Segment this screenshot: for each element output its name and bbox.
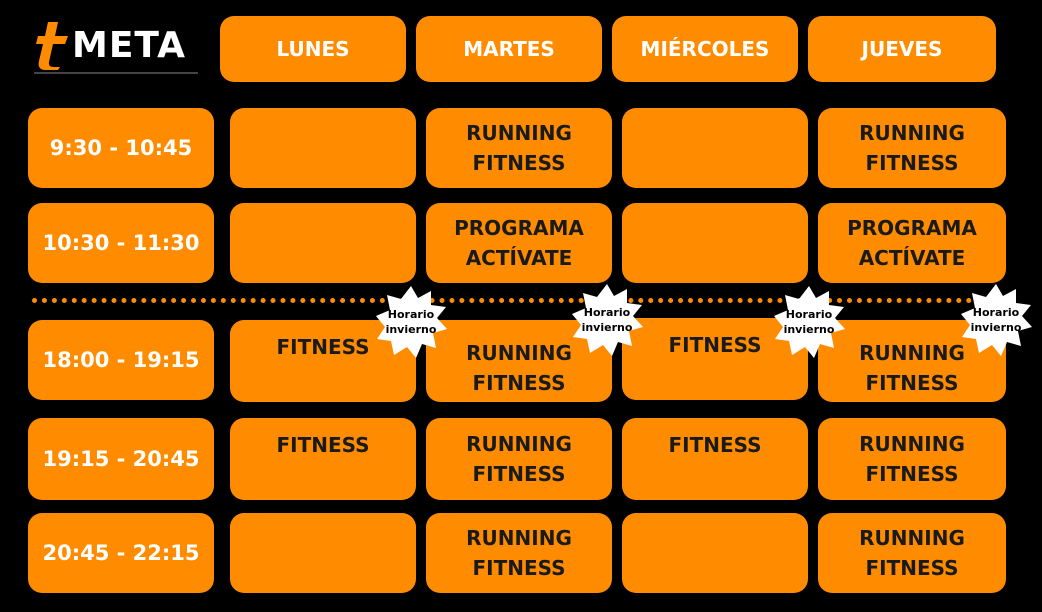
winter-schedule-badge: Horario invierno <box>373 284 449 360</box>
logo-text: META <box>72 24 187 66</box>
winter-schedule-divider <box>32 298 1012 303</box>
starburst-icon <box>376 286 447 358</box>
schedule-cell: RUNNING FITNESS <box>426 108 612 188</box>
schedule-cell: FITNESS <box>230 418 416 500</box>
time-slot: 18:00 - 19:15 <box>28 320 214 400</box>
schedule-cell <box>230 108 416 188</box>
schedule-cell: FITNESS <box>622 318 808 400</box>
time-slot: 9:30 - 10:45 <box>28 108 214 188</box>
schedule-cell <box>230 203 416 283</box>
schedule-cell: RUNNING FITNESS <box>818 513 1006 593</box>
schedule-cell <box>622 108 808 188</box>
schedule-cell: PROGRAMA ACTÍVATE <box>818 203 1006 283</box>
schedule-cell: RUNNING FITNESS <box>818 418 1006 500</box>
schedule-cell <box>622 513 808 593</box>
starburst-icon <box>572 284 643 356</box>
day-header-jueves: JUEVES <box>808 16 996 82</box>
starburst-icon <box>961 284 1032 356</box>
starburst-icon <box>774 286 845 358</box>
schedule-cell: RUNNING FITNESS <box>818 108 1006 188</box>
day-header-lunes: LUNES <box>220 16 406 82</box>
day-header-miercoles: MIÉRCOLES <box>612 16 798 82</box>
winter-schedule-badge: Horario invierno <box>569 282 645 358</box>
schedule-cell <box>230 513 416 593</box>
schedule-cell: RUNNING FITNESS <box>426 513 612 593</box>
meta-logo: META <box>34 16 198 74</box>
time-slot: 19:15 - 20:45 <box>28 418 214 500</box>
schedule-cell: RUNNING FITNESS <box>426 320 612 402</box>
badge-label: Horario invierno <box>385 308 437 336</box>
schedule-cell: PROGRAMA ACTÍVATE <box>426 203 612 283</box>
schedule-cell: RUNNING FITNESS <box>426 418 612 500</box>
badge-label: Horario invierno <box>970 306 1022 334</box>
badge-label: Horario invierno <box>783 308 835 336</box>
time-slot: 10:30 - 11:30 <box>28 203 214 283</box>
schedule-cell <box>622 203 808 283</box>
winter-schedule-badge: Horario invierno <box>958 282 1034 358</box>
badge-label: Horario invierno <box>581 306 633 334</box>
runner-t-icon <box>36 22 68 70</box>
day-header-martes: MARTES <box>416 16 602 82</box>
schedule-cell: FITNESS <box>622 418 808 500</box>
logo-underline <box>34 72 198 74</box>
time-slot: 20:45 - 22:15 <box>28 513 214 593</box>
winter-schedule-badge: Horario invierno <box>771 284 847 360</box>
